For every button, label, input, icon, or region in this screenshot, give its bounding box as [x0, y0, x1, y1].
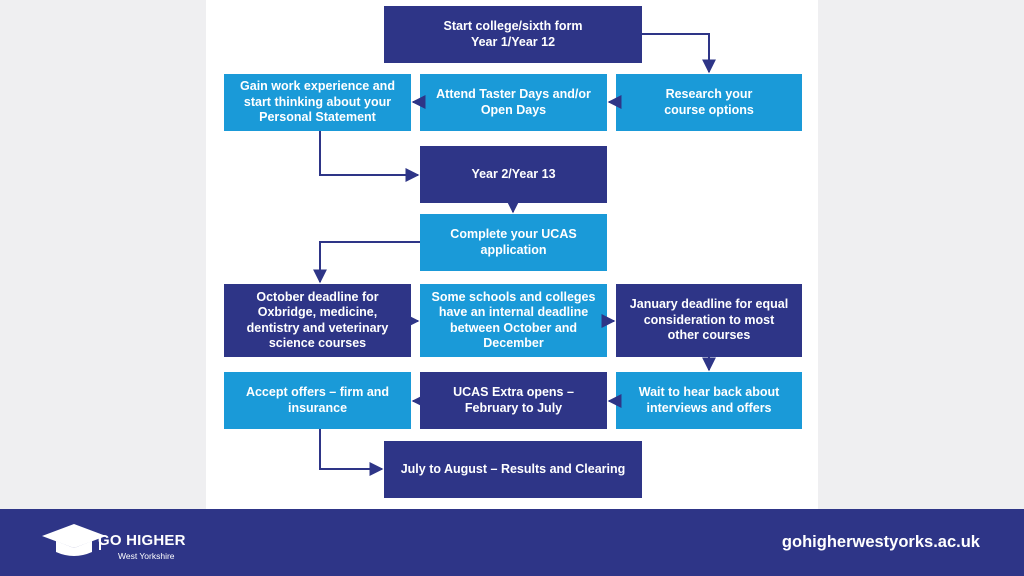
arrow-ucas-to-october: [313, 241, 420, 284]
step-accept-offers-label: Accept offers – firm and insurance: [245, 385, 390, 415]
flowchart-connectors: [313, 33, 716, 476]
mortarboard-logo-icon: [42, 524, 106, 556]
step-ucas-application: Complete your UCAS application: [420, 214, 607, 271]
step-taster-label: Attend Taster Days and/or Open Days: [436, 87, 591, 117]
step-year2: Year 2/Year 13: [420, 146, 607, 203]
step-start-college-label: Start college/sixth form Year 1/Year 12: [443, 19, 583, 49]
step-ucas-application-label: Complete your UCAS application: [450, 227, 577, 257]
footer-bar: [0, 509, 1024, 576]
step-wait-hear-back-label: Wait to hear back about interviews and o…: [638, 385, 780, 415]
step-research-label: Research your course options: [664, 87, 754, 117]
step-wait-hear-back: Wait to hear back about interviews and o…: [616, 372, 802, 429]
step-january-deadline: January deadline for equal consideration…: [616, 284, 802, 357]
step-accept-offers: Accept offers – firm and insurance: [224, 372, 411, 429]
step-internal-deadline-label: Some schools and colleges have an intern…: [431, 289, 596, 351]
arrow-accept-to-results: [319, 429, 384, 476]
step-taster-days: Attend Taster Days and/or Open Days: [420, 74, 607, 131]
step-work-experience: Gain work experience and start thinking …: [224, 74, 411, 131]
arrow-start-to-research: [642, 33, 716, 74]
step-october-deadline-label: October deadline for Oxbridge, medicine,…: [246, 289, 389, 351]
website-url[interactable]: gohigherwestyorks.ac.uk: [781, 533, 980, 551]
step-january-deadline-label: January deadline for equal consideration…: [629, 297, 789, 343]
step-internal-deadline: Some schools and colleges have an intern…: [420, 284, 607, 357]
step-year2-label: Year 2/Year 13: [471, 166, 556, 181]
arrow-work-to-year2: [319, 131, 420, 182]
step-start-college: Start college/sixth form Year 1/Year 12: [384, 6, 642, 63]
logo-wordmark: GO HIGHER: [98, 532, 186, 549]
logo-subtitle: West Yorkshire: [118, 551, 175, 561]
step-ucas-extra: UCAS Extra opens – February to July: [420, 372, 607, 429]
step-october-deadline: October deadline for Oxbridge, medicine,…: [224, 284, 411, 357]
step-results-clearing: July to August – Results and Clearing: [384, 441, 642, 498]
step-results-label: July to August – Results and Clearing: [400, 461, 626, 476]
step-research-course-options: Research your course options: [616, 74, 802, 131]
step-ucas-extra-label: UCAS Extra opens – February to July: [453, 385, 574, 415]
step-work-experience-label: Gain work experience and start thinking …: [240, 79, 395, 125]
